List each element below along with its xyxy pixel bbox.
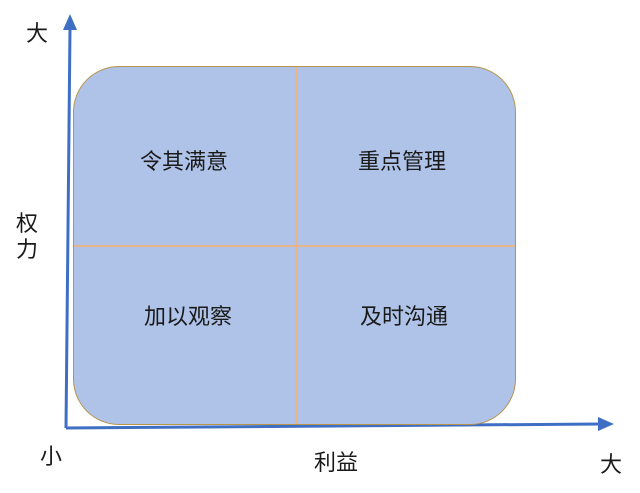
y-axis-title: 权力	[16, 212, 39, 263]
horizontal-divider	[74, 245, 515, 247]
quadrant-bottom-left: 加以观察	[143, 305, 233, 330]
quadrant-box	[73, 66, 516, 425]
quadrant-top-left: 令其满意	[139, 150, 229, 175]
x-axis-line	[65, 422, 601, 430]
quadrant-bottom-right: 及时沟通	[359, 305, 449, 330]
x-axis-arrow	[598, 417, 614, 431]
y-axis-arrow	[63, 14, 77, 30]
quadrant-top-right: 重点管理	[357, 150, 447, 175]
x-axis-title: 利益	[314, 451, 359, 476]
origin-min-label: 小	[40, 445, 63, 470]
y-axis-line	[64, 27, 72, 429]
y-axis-max-label: 大	[26, 22, 49, 47]
x-axis-max-label: 大	[600, 453, 623, 478]
